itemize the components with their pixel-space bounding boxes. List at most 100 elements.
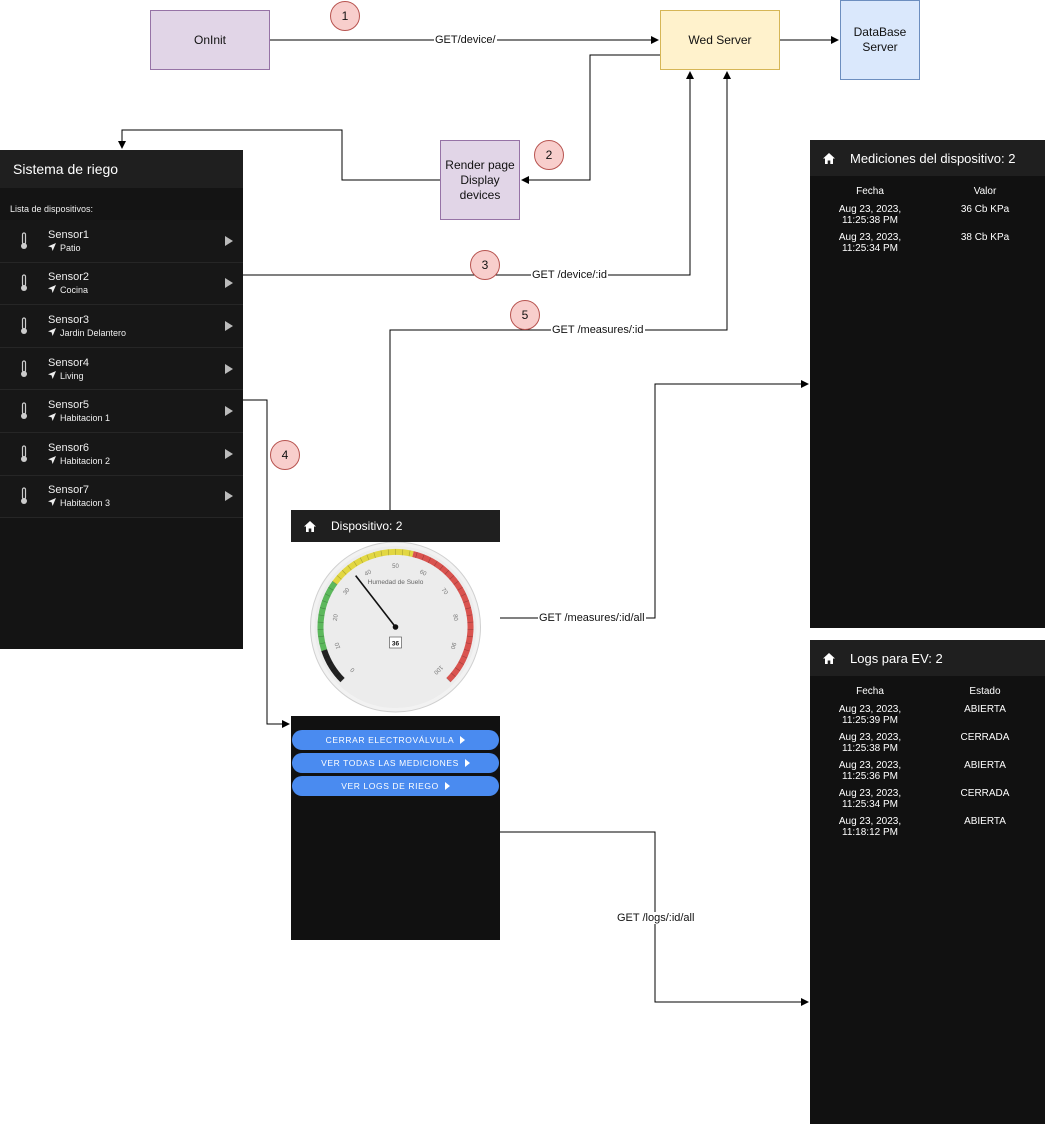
column-header-date: Fecha — [856, 685, 884, 697]
home-icon[interactable] — [818, 147, 840, 169]
oninit-node: OnInit — [150, 10, 270, 70]
gauge-tick — [328, 587, 334, 591]
device-location: Habitacion 2 — [60, 455, 111, 466]
gauge-tick — [444, 569, 450, 575]
measures-table-header: Fecha Valor — [810, 184, 1045, 198]
edge-label-get-logs-all: GET /logs/:id/all — [616, 912, 696, 924]
step-3: 3 — [470, 250, 500, 280]
device-name: Sensor5 — [48, 399, 89, 412]
gauge-tick — [353, 560, 358, 567]
gauge-value-box — [389, 636, 402, 649]
home-icon[interactable] — [818, 647, 840, 669]
logs-header: Logs para EV: 2 — [810, 640, 1045, 676]
gauge-hub — [392, 624, 399, 630]
gauge-tick — [458, 661, 464, 665]
gauge-tick — [439, 565, 444, 571]
cell-date: Aug 23, 2023, 11:18:12 PM — [838, 816, 902, 838]
gauge-tick — [453, 580, 459, 585]
chevron-right-icon[interactable] — [215, 363, 243, 374]
gauge-tick — [319, 642, 326, 645]
gauge-tick — [449, 575, 455, 580]
cell-state: CERRADA — [960, 732, 1010, 743]
chevron-right-icon[interactable] — [215, 235, 243, 246]
location-arrow-icon — [48, 370, 56, 381]
edge-label-get-device-id: GET /device/:id — [531, 269, 608, 281]
close-valve-button[interactable]: CERRAR ELECTROVÁLVULA — [292, 730, 499, 750]
gauge-needle — [355, 575, 397, 628]
chevron-right-icon[interactable] — [215, 491, 243, 502]
thermometer-icon — [0, 317, 48, 335]
edge-detail-to-server — [389, 71, 731, 510]
column-header-date: Fecha — [856, 185, 884, 197]
device-name: Sensor4 — [48, 356, 89, 369]
gauge-tick — [463, 600, 469, 603]
gauge-tick-label: 40 — [364, 569, 373, 578]
gauge-title: Humedad de Suelo — [368, 579, 424, 586]
gauge-tick-label: 60 — [418, 569, 427, 578]
device-detail-header: Dispositivo: 2 — [291, 510, 500, 542]
column-header-state: Estado — [969, 685, 1001, 697]
step-1: 1 — [330, 1, 360, 31]
gauge-tick — [466, 635, 473, 638]
view-measures-button[interactable]: VER TODAS LAS MEDICIONES — [292, 753, 499, 773]
cell-date: Aug 23, 2023, 11:25:34 PM — [838, 788, 902, 810]
location-arrow-icon — [48, 455, 56, 466]
thermometer-icon — [0, 402, 48, 420]
device-list-panel: Sistema de riego Lista de dispositivos: … — [0, 150, 243, 649]
gauge-tick — [466, 614, 473, 617]
chevron-right-icon[interactable] — [215, 278, 243, 289]
gauge-tick — [457, 587, 463, 591]
step-2: 2 — [534, 140, 564, 170]
cell-state: ABIERTA — [964, 760, 1006, 771]
gauge-tick — [460, 593, 467, 597]
gauge-tick — [318, 635, 325, 638]
view-logs-button[interactable]: VER LOGS DE RIEGO — [292, 776, 499, 796]
cell-date: Aug 23, 2023, 11:25:38 PM — [838, 732, 902, 754]
gauge-tick — [335, 672, 341, 677]
device-location: Jardin Delantero — [60, 327, 127, 338]
chevron-right-icon[interactable] — [215, 320, 243, 331]
gauge-band — [317, 581, 338, 652]
device-location: Living — [60, 370, 84, 381]
gauge-tick — [465, 607, 472, 610]
device-detail-title: Dispositivo: 2 — [331, 519, 403, 533]
chevron-right-icon[interactable] — [215, 406, 243, 417]
play-icon — [444, 782, 450, 790]
gauge-value: 36 — [392, 641, 400, 648]
cell-date: Aug 23, 2023, 11:25:38 PM — [838, 204, 902, 226]
device-location: Patio — [60, 242, 81, 253]
edge-label-get-measures-id: GET /measures/:id — [551, 324, 645, 336]
device-location: Cocina — [60, 285, 89, 296]
gauge-tick — [446, 677, 451, 683]
thermometer-icon — [0, 274, 48, 292]
play-icon — [464, 759, 470, 767]
gauge-tick — [336, 575, 342, 580]
gauge-tick — [321, 648, 328, 652]
gauge-tick-label: 90 — [448, 641, 456, 650]
gauge-tick — [408, 550, 411, 557]
gauge-tick — [427, 557, 432, 563]
database-node: DataBase Server — [840, 0, 920, 80]
device-name: Sensor7 — [48, 484, 89, 497]
gauge-tick-label: 50 — [392, 564, 399, 570]
home-icon[interactable] — [299, 515, 321, 537]
logs-title: Logs para EV: 2 — [850, 650, 943, 666]
gauge-tick-label: 30 — [343, 587, 352, 596]
gauge-tick — [318, 614, 325, 617]
chevron-right-icon[interactable] — [215, 448, 243, 459]
gauge-tick — [433, 560, 438, 567]
thermometer-icon — [0, 445, 48, 463]
